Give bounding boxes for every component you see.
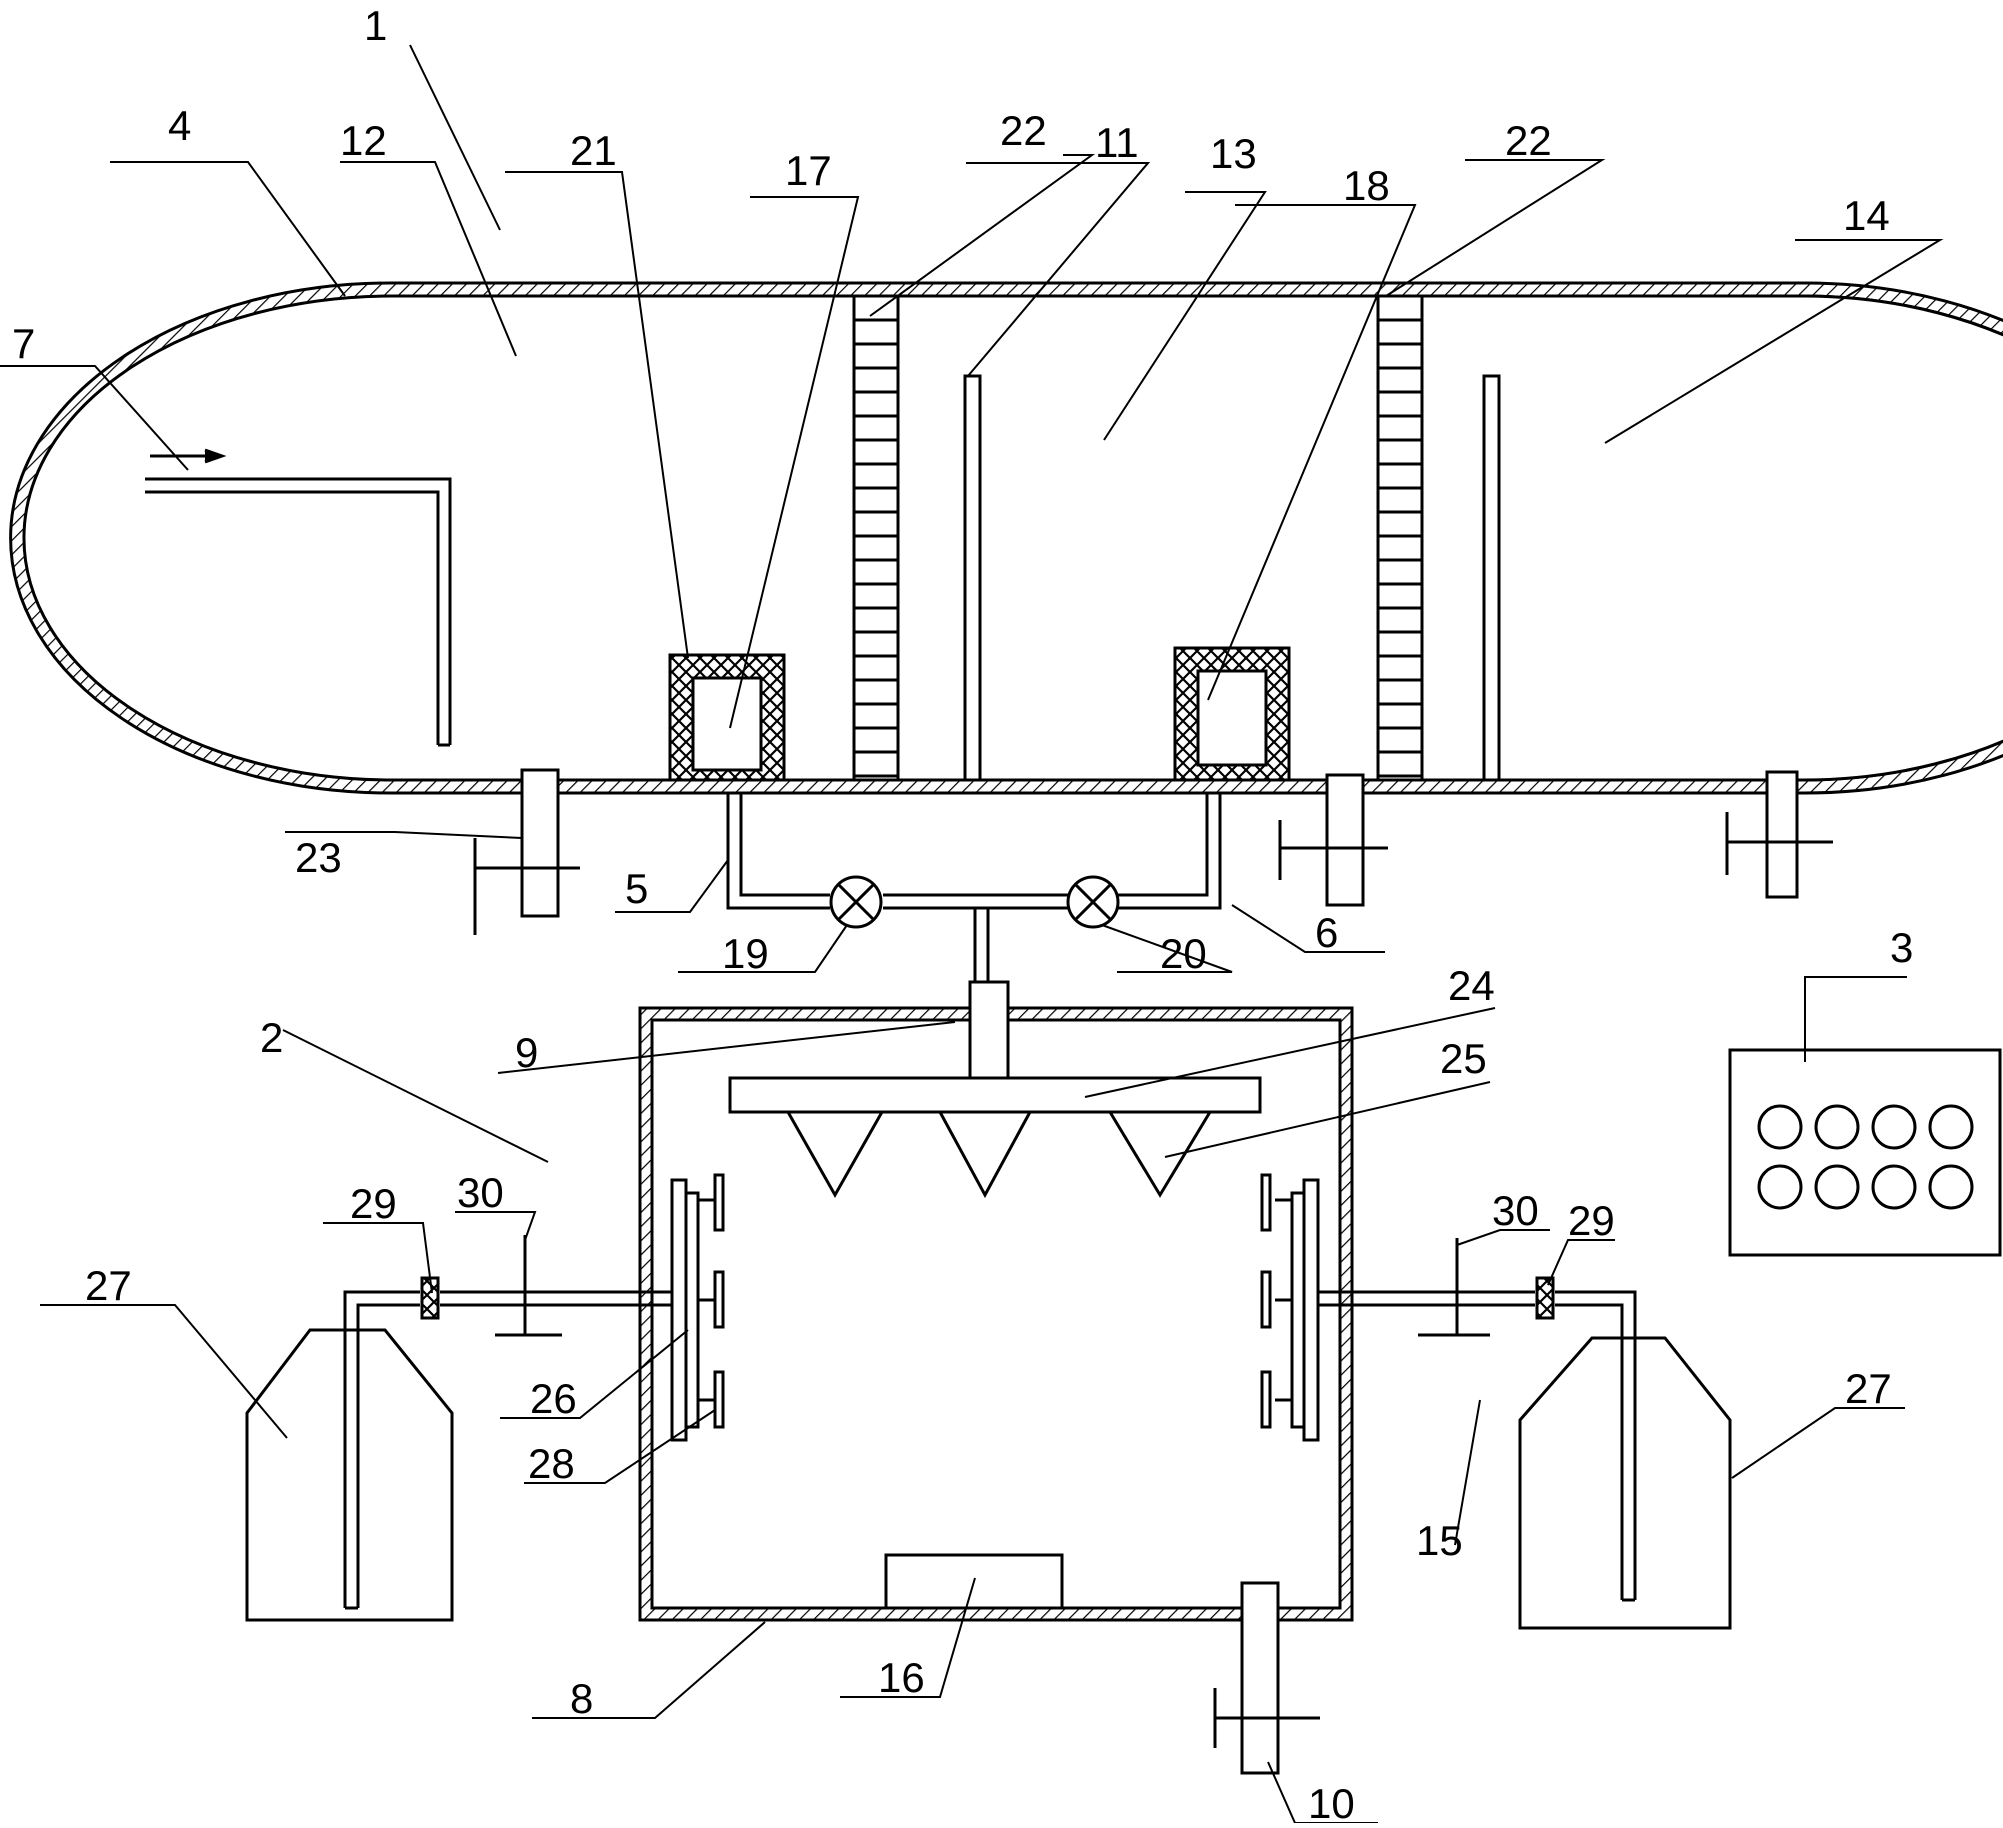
- drain-valve-3[interactable]: [1725, 770, 1833, 899]
- panel-knob[interactable]: [1871, 1104, 1917, 1150]
- reservoir-right: [1518, 1336, 1732, 1630]
- label-20: 20: [1160, 930, 1207, 977]
- label-5: 5: [625, 865, 648, 912]
- panel-knob[interactable]: [1757, 1164, 1803, 1210]
- nozzle-rack-left: [670, 1173, 725, 1442]
- valve-19[interactable]: [829, 875, 883, 929]
- label-29-right: 29: [1568, 1197, 1615, 1244]
- chamber-drain-valve[interactable]: [1213, 1581, 1320, 1775]
- horizontal-tank: [9, 281, 2003, 795]
- filter-29-right[interactable]: [1535, 1276, 1555, 1320]
- panel-knob[interactable]: [1814, 1104, 1860, 1150]
- valve-20[interactable]: [1066, 875, 1120, 929]
- panel-knob[interactable]: [1814, 1164, 1860, 1210]
- label-17: 17: [785, 147, 832, 194]
- label-24: 24: [1448, 962, 1495, 1009]
- control-panel[interactable]: [1728, 1048, 2002, 1257]
- label-6: 6: [1315, 909, 1338, 956]
- drain-valve-1[interactable]: [473, 768, 580, 935]
- spray-head: [728, 980, 1262, 1199]
- label-3: 3: [1890, 924, 1913, 971]
- label-21: 21: [570, 127, 617, 174]
- label-26: 26: [530, 1375, 577, 1422]
- baffle-left: [963, 374, 982, 782]
- label-11: 11: [1095, 119, 1139, 166]
- label-1: 1: [364, 2, 387, 49]
- label-28: 28: [528, 1440, 575, 1487]
- label-2: 2: [260, 1014, 283, 1061]
- label-13: 13: [1210, 130, 1257, 177]
- reservoir-left: [245, 1328, 454, 1622]
- filter-wall-right: [1376, 294, 1424, 782]
- feed-line-left: [343, 1290, 672, 1610]
- label-19: 19: [722, 930, 769, 977]
- panel-knob[interactable]: [1871, 1164, 1917, 1210]
- label-16: 16: [878, 1654, 925, 1701]
- panel-knob[interactable]: [1928, 1104, 1974, 1150]
- baffle-right: [1482, 374, 1501, 782]
- regulator-30-left[interactable]: [495, 1235, 562, 1337]
- sampler-box-left: [668, 653, 786, 782]
- label-30-right: 30: [1492, 1187, 1539, 1234]
- sampler-box-right: [1173, 646, 1291, 782]
- label-27-left: 27: [85, 1262, 132, 1309]
- label-29-left: 29: [350, 1180, 397, 1227]
- tank-shell-inner: [22, 294, 2003, 782]
- label-23: 23: [295, 834, 342, 881]
- panel-knob[interactable]: [1928, 1164, 1974, 1210]
- label-27-right: 27: [1845, 1365, 1892, 1412]
- label-15: 15: [1416, 1517, 1463, 1564]
- label-25: 25: [1440, 1035, 1487, 1082]
- feed-line-right: [1318, 1290, 1637, 1602]
- label-22-left: 22: [1000, 107, 1047, 154]
- label-22-right: 22: [1505, 117, 1552, 164]
- regulator-30-right[interactable]: [1418, 1238, 1490, 1337]
- sampling-pipes: [726, 793, 1222, 985]
- filter-wall-left: [852, 294, 900, 782]
- drain-valve-2[interactable]: [1278, 773, 1388, 907]
- leader-lines: [0, 44, 1944, 1824]
- label-7: 7: [12, 320, 35, 367]
- label-14: 14: [1843, 192, 1890, 239]
- label-10: 10: [1308, 1780, 1355, 1823]
- panel-knob[interactable]: [1757, 1104, 1803, 1150]
- label-18: 18: [1343, 162, 1390, 209]
- label-30-left: 30: [457, 1169, 504, 1216]
- label-8: 8: [570, 1675, 593, 1722]
- label-9: 9: [515, 1029, 538, 1076]
- label-12: 12: [340, 117, 387, 164]
- nozzle-rack-right: [1260, 1173, 1320, 1442]
- part-labels: 1 4 12 21 17 22 11 13 18 22 14 7 23 5 19…: [12, 2, 1913, 1827]
- inlet-pipe: [145, 448, 452, 747]
- label-4: 4: [168, 102, 191, 149]
